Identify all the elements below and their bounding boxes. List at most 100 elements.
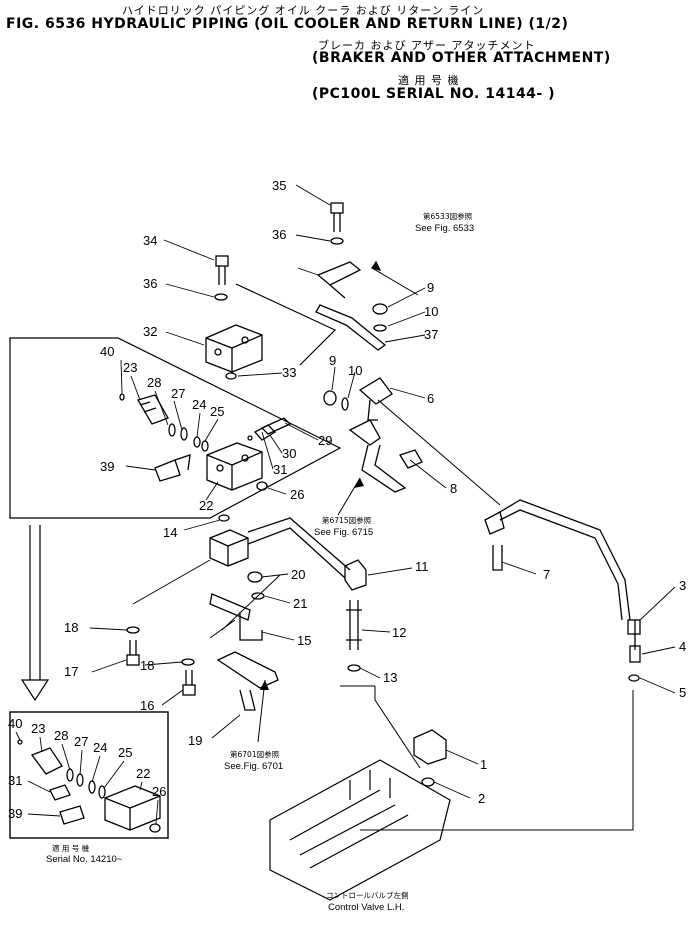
callout-24: 24: [192, 397, 206, 412]
part-plate-39: [154, 454, 191, 482]
note-fig6701-jp: 第6701図参照: [230, 749, 280, 759]
callout-35: 35: [272, 178, 286, 193]
inset-callout-22: 22: [136, 766, 150, 781]
oring-33: [225, 372, 237, 380]
callout-8: 8: [450, 481, 457, 496]
title-japanese: ハイドロリック パイピング オイル クーラ および リターン ライン: [122, 4, 485, 17]
oring-13: [347, 664, 361, 672]
callout-1: 1: [480, 757, 487, 772]
callout-10: 10: [424, 304, 438, 319]
note-fig6701: See.Fig. 6701: [224, 761, 283, 772]
washer-21: [251, 592, 265, 600]
part-block-14: [209, 529, 249, 567]
part-block-32: [205, 324, 263, 373]
part-clamp-38: [316, 261, 362, 299]
callout-6: 6: [427, 391, 434, 406]
note-fig6715: See Fig. 6715: [314, 527, 373, 538]
part-adapter-12: [346, 600, 362, 650]
inset-callout-31: 31: [8, 773, 22, 788]
callout-9: 9: [427, 280, 434, 295]
part-bolt-17: [126, 640, 140, 666]
part-elbow-1: [413, 729, 447, 765]
callout-36: 36: [143, 276, 157, 291]
figure-title: FIG. 6536 HYDRAULIC PIPING (OIL COOLER A…: [6, 16, 569, 32]
inset-callout-26: 26: [152, 784, 166, 799]
inset-leaders: [15, 731, 159, 825]
note-control-valve: Control Valve L.H.: [328, 902, 404, 913]
callout-36: 36: [272, 227, 286, 242]
callout-40: 40: [100, 344, 114, 359]
washer-36-right: [330, 237, 344, 245]
callout-25: 25: [210, 404, 224, 419]
callout-7: 7: [543, 567, 550, 582]
note-fig6715-jp: 第6715図参照: [322, 515, 372, 525]
part-bolt-35: [330, 202, 344, 232]
callout-12: 12: [392, 625, 406, 640]
ring-24: [193, 436, 201, 448]
leader-fig6701: [257, 679, 266, 743]
ring-27: [180, 427, 188, 441]
part-bracket-6: [358, 377, 393, 421]
figure-subtitle: (BRAKER AND OTHER ATTACHMENT): [312, 50, 611, 66]
ring-25: [201, 440, 209, 452]
callout-23: 23: [123, 360, 137, 375]
part-block-22: [206, 442, 263, 491]
inset-serial-jp: 適 用 号 機: [52, 843, 90, 853]
inset-box: [9, 711, 169, 839]
note-control-valve-jp: コントロールバルブ左側: [326, 890, 409, 900]
note-fig6533: See Fig. 6533: [415, 223, 474, 234]
callout-3: 3: [679, 578, 686, 593]
callout-9: 9: [329, 353, 336, 368]
ring-26: [256, 481, 268, 491]
washer-18-right: [181, 658, 195, 666]
callout-2: 2: [478, 791, 485, 806]
ring-28: [168, 423, 176, 437]
callout-18: 18: [64, 620, 78, 635]
pipe-to-11: [247, 517, 351, 579]
inset-callout-25: 25: [118, 745, 132, 760]
oring-5: [628, 674, 640, 682]
callout-29: 29: [318, 433, 332, 448]
inset-serial: Serial No. 14210~: [46, 854, 123, 865]
callout-18: 18: [140, 658, 154, 673]
washer-10-upper: [373, 324, 387, 332]
callout-27: 27: [171, 386, 185, 401]
callout-20: 20: [291, 567, 305, 582]
part-valve-23: [137, 394, 169, 425]
callout-39: 39: [100, 459, 114, 474]
callout-11: 11: [415, 559, 429, 574]
callout-19: 19: [188, 733, 202, 748]
serial-range: (PC100L SERIAL NO. 14144- ): [312, 86, 556, 102]
control-valve: [269, 759, 451, 901]
callout-26: 26: [290, 487, 304, 502]
callout-32: 32: [143, 324, 157, 339]
serial-japanese: 適 用 号 機: [398, 74, 460, 87]
callout-4: 4: [679, 639, 686, 654]
callout-leaders: [89, 184, 676, 799]
callout-33: 33: [282, 365, 296, 380]
oring-14: [218, 514, 230, 522]
callout-15: 15: [297, 633, 311, 648]
part-pipe-3: [499, 499, 631, 621]
part-hose-8: [348, 419, 423, 493]
inset-callout-40: 40: [8, 716, 22, 731]
subtitle-japanese: ブレーカ および アザー アタッチメント: [318, 39, 536, 52]
callout-13: 13: [383, 670, 397, 685]
fitting-3-end: [627, 619, 641, 635]
inset-parts: [17, 739, 161, 833]
part-plate-37: [315, 304, 387, 351]
part-clamp-19: [216, 651, 279, 711]
callout-17: 17: [64, 664, 78, 679]
washer-10-lower: [341, 397, 349, 411]
nut-9-lower: [323, 390, 337, 406]
part-elbow-11: [344, 559, 367, 591]
washer-36-left: [214, 293, 228, 301]
inset-callout-39: 39: [8, 806, 22, 821]
part-bolt-16: [182, 670, 196, 696]
callout-5: 5: [679, 685, 686, 700]
inset-callout-24: 24: [93, 740, 107, 755]
part-bolt-34: [215, 255, 229, 285]
part-hose-7: [492, 545, 503, 571]
adapter-4: [629, 645, 641, 663]
